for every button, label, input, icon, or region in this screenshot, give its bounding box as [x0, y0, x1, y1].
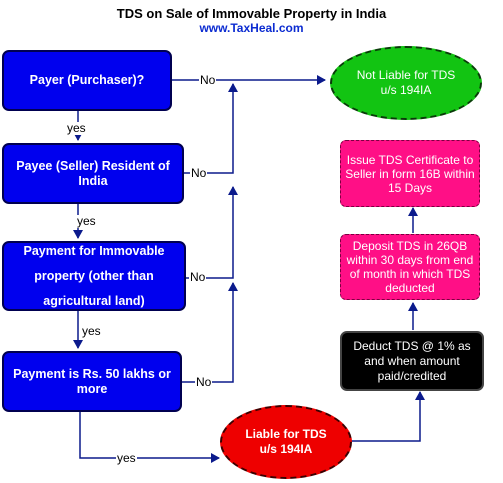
diagram-title: TDS on Sale of Immovable Property in Ind… [116, 6, 387, 21]
property-decision: Payment for Immovable property (other th… [2, 241, 186, 311]
edge-label-no-payer: No [199, 73, 217, 87]
edge-payee-no [184, 83, 238, 174]
payer-decision-label: Payer (Purchaser)? [29, 73, 145, 87]
property-decision-label: Payment for Immovable property (other th… [23, 243, 165, 308]
diagram-subtitle: www.TaxHeal.com [199, 21, 304, 35]
deduct-step: Deduct TDS @ 1% as and when amount paid/… [340, 331, 484, 391]
amount-decision: Payment is Rs. 50 lakhs or more [2, 351, 182, 412]
deduct-label: Deduct TDS @ 1% as and when amount paid/… [353, 338, 471, 383]
liable-label: Liable for TDS u/s 194IA [245, 427, 327, 456]
edge-property-no [186, 186, 238, 279]
edge-label-yes-2: yes [76, 214, 97, 228]
edge-label-yes-3: yes [81, 324, 102, 338]
issue-certificate-step: Issue TDS Certificate to Seller in form … [340, 140, 480, 207]
edge-amount-no [182, 282, 238, 383]
not-liable-label: Not Liable for TDS u/s 194IA [356, 68, 456, 97]
amount-decision-label: Payment is Rs. 50 lakhs or more [13, 366, 171, 396]
issue-certificate-label: Issue TDS Certificate to Seller in form … [345, 152, 475, 195]
edge-yes-4 [79, 412, 220, 463]
edge-label-yes-4: yes [116, 451, 137, 465]
edge-label-yes-1: yes [66, 121, 87, 135]
edge-label-no-property: No [189, 270, 207, 284]
liable-node: Liable for TDS u/s 194IA [220, 405, 352, 479]
edge-label-no-amount: No [195, 375, 213, 389]
deposit-label: Deposit TDS in 26QB within 30 days from … [346, 239, 474, 295]
not-liable-node: Not Liable for TDS u/s 194IA [330, 46, 482, 120]
payee-decision-label: Payee (Seller) Resident of India [16, 158, 170, 188]
payer-decision: Payer (Purchaser)? [2, 50, 172, 111]
edge-liable-deduct [350, 391, 425, 442]
deposit-step: Deposit TDS in 26QB within 30 days from … [340, 234, 480, 300]
payee-decision: Payee (Seller) Resident of India [2, 143, 184, 204]
edge-label-no-payee: No [190, 166, 208, 180]
